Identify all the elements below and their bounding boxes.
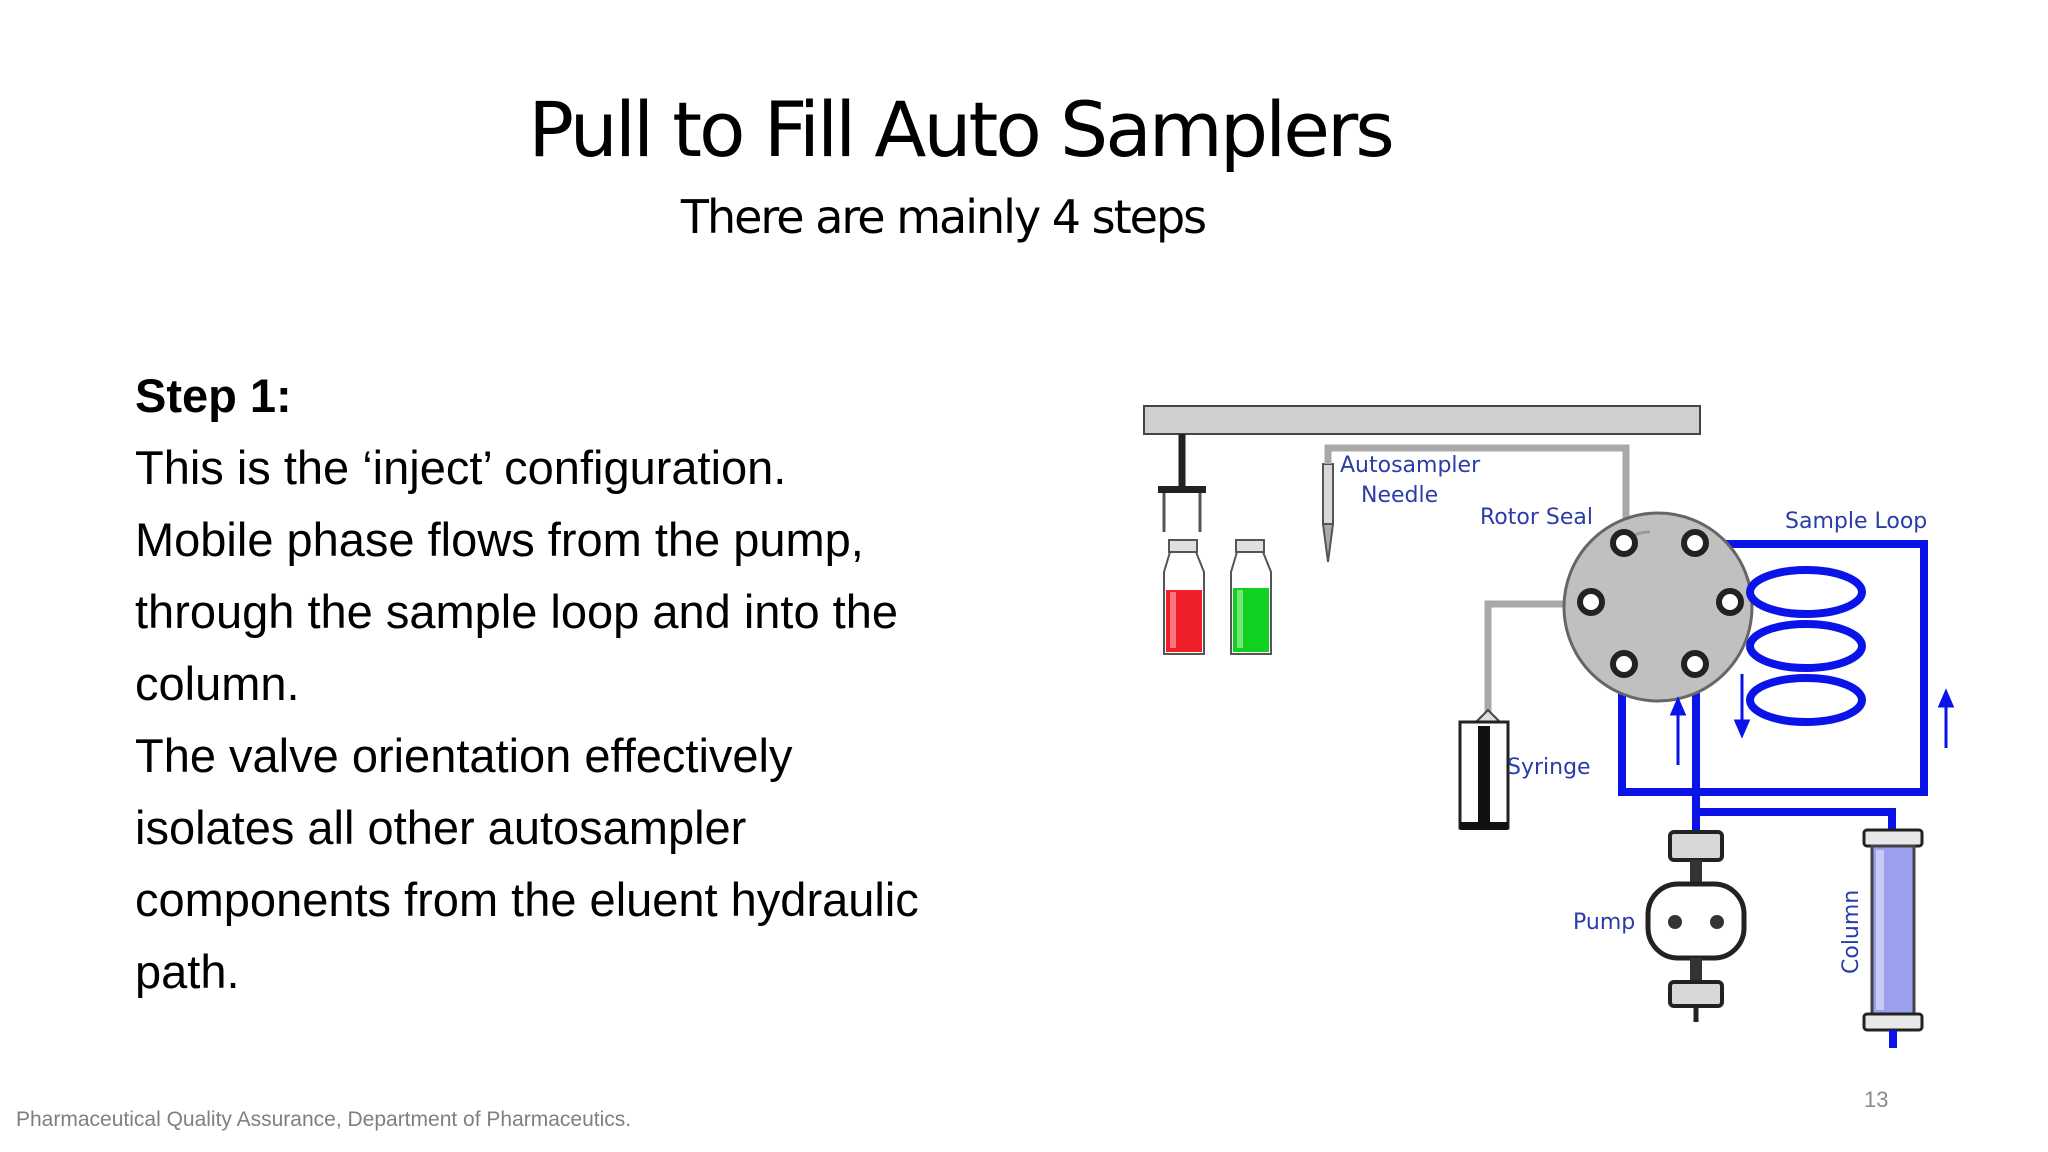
sample-loop-label: Sample Loop xyxy=(1785,509,1927,534)
step-heading: Step 1: xyxy=(135,369,292,422)
text-line: This is the ‘inject’ configuration. xyxy=(135,441,787,494)
rotor-seal-label: Rotor Seal xyxy=(1480,505,1593,530)
syringe xyxy=(1458,600,1570,830)
autosampler-diagram: Autosampler Needle Syringe Rotor Seal xyxy=(1143,392,1970,1052)
footer-text: Pharmaceutical Quality Assurance, Depart… xyxy=(16,1108,632,1131)
page-number: 13 xyxy=(1864,1087,1889,1112)
pump-label: Pump xyxy=(1573,910,1635,935)
text-line: components from the eluent hydraulic xyxy=(135,873,919,926)
pump xyxy=(1645,830,1747,1022)
plunger-barrel xyxy=(1162,493,1202,532)
text-line: isolates all other autosampler xyxy=(135,801,747,854)
red-vial xyxy=(1163,539,1205,655)
column-label: Column xyxy=(1839,890,1864,974)
autosampler-needle xyxy=(1321,444,1630,563)
text-line: column. xyxy=(135,657,300,710)
slide-title: Pull to Fill Auto Samplers xyxy=(528,85,1395,174)
text-line: path. xyxy=(135,945,240,998)
sampler-tray-bar xyxy=(1143,405,1701,435)
needle-label-2: Needle xyxy=(1361,483,1438,508)
column xyxy=(1862,828,1924,1048)
step-description: Step 1: This is the ‘inject’ configurati… xyxy=(135,360,1095,1008)
sample-loop-coils xyxy=(1746,566,1866,726)
text-line: The valve orientation effectively xyxy=(135,729,793,782)
slide-subtitle: There are mainly 4 steps xyxy=(680,190,1207,244)
green-vial xyxy=(1230,539,1272,655)
text-line: through the sample loop and into the xyxy=(135,585,898,638)
plunger-head xyxy=(1158,486,1206,493)
text-line: Mobile phase flows from the pump, xyxy=(135,513,864,566)
needle-label-1: Autosampler xyxy=(1340,453,1481,478)
flow-arrows xyxy=(1669,674,1955,765)
rotor-seal-valve xyxy=(1562,511,1754,703)
syringe-label: Syringe xyxy=(1507,755,1591,780)
